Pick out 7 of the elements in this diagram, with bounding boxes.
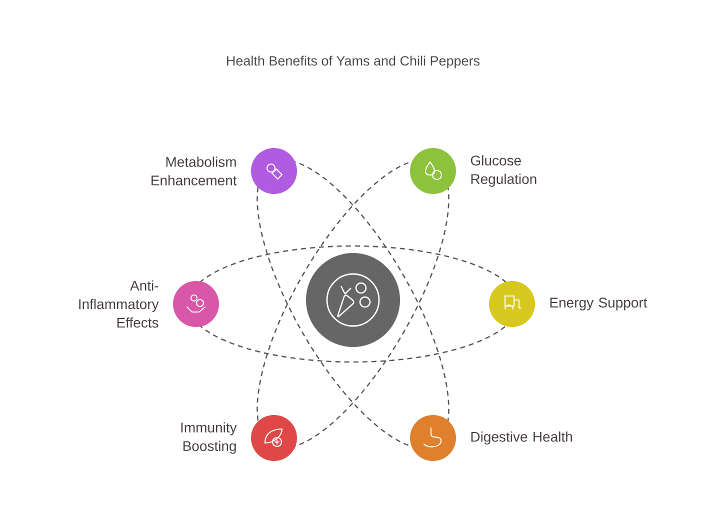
benefit-label: Glucose Regulation [470,155,536,187]
title: Health Benefits of Yams and Chili Peppers [227,56,480,68]
benefit-label: Energy Support [550,298,648,310]
benefit-label: Immunity Boosting [181,422,237,454]
benefit-label: Metabolism Enhancement [152,156,237,186]
benefit-label: Digestive Health [471,431,572,445]
benefit-label: Anti-Inflammatory Effects [79,280,159,328]
